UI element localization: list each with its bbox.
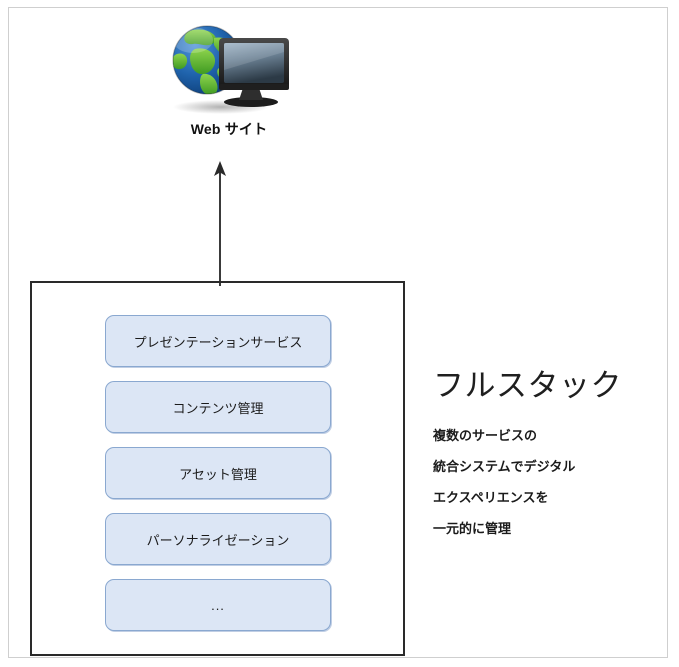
full-stack-container: プレゼンテーションサービス コンテンツ管理 アセット管理 パーソナライゼーション… <box>30 281 405 656</box>
stack-item-label: プレゼンテーションサービス <box>133 334 303 350</box>
stack-item-personalization[interactable]: パーソナライゼーション <box>105 513 331 565</box>
page-frame: Web サイト プレゼンテーションサービス コンテンツ管理 アセット管理 パーソ… <box>8 7 668 658</box>
stack-item-label: コンテンツ管理 <box>172 400 264 416</box>
description-line: 統合システムでデジタル <box>433 458 576 474</box>
stack-service-list: プレゼンテーションサービス コンテンツ管理 アセット管理 パーソナライゼーション… <box>105 315 331 631</box>
stack-item-content-management[interactable]: コンテンツ管理 <box>105 381 331 433</box>
description-line: 複数のサービスの <box>433 427 538 443</box>
stack-item-label: パーソナライゼーション <box>146 532 290 548</box>
stack-item-label: アセット管理 <box>179 466 257 482</box>
globe-monitor-icon <box>172 25 289 114</box>
stack-item-label: ... <box>211 597 225 613</box>
description-title: フルスタック <box>433 368 622 403</box>
description-block: フルスタック 複数のサービスの 統合システムでデジタル エクスペリエンスを 一元… <box>433 368 663 544</box>
stack-item-presentation-service[interactable]: プレゼンテーションサービス <box>105 315 331 367</box>
website-node: Web サイト <box>159 16 299 146</box>
stack-item-asset-management[interactable]: アセット管理 <box>105 447 331 499</box>
website-node-label: Web サイト <box>190 121 268 137</box>
arrow-up-icon <box>214 161 226 286</box>
description-body: 複数のサービスの 統合システムでデジタル エクスペリエンスを 一元的に管理 <box>433 420 663 544</box>
description-line: エクスペリエンスを <box>433 489 549 505</box>
description-line: 一元的に管理 <box>433 520 512 536</box>
stack-item-more[interactable]: ... <box>105 579 331 631</box>
